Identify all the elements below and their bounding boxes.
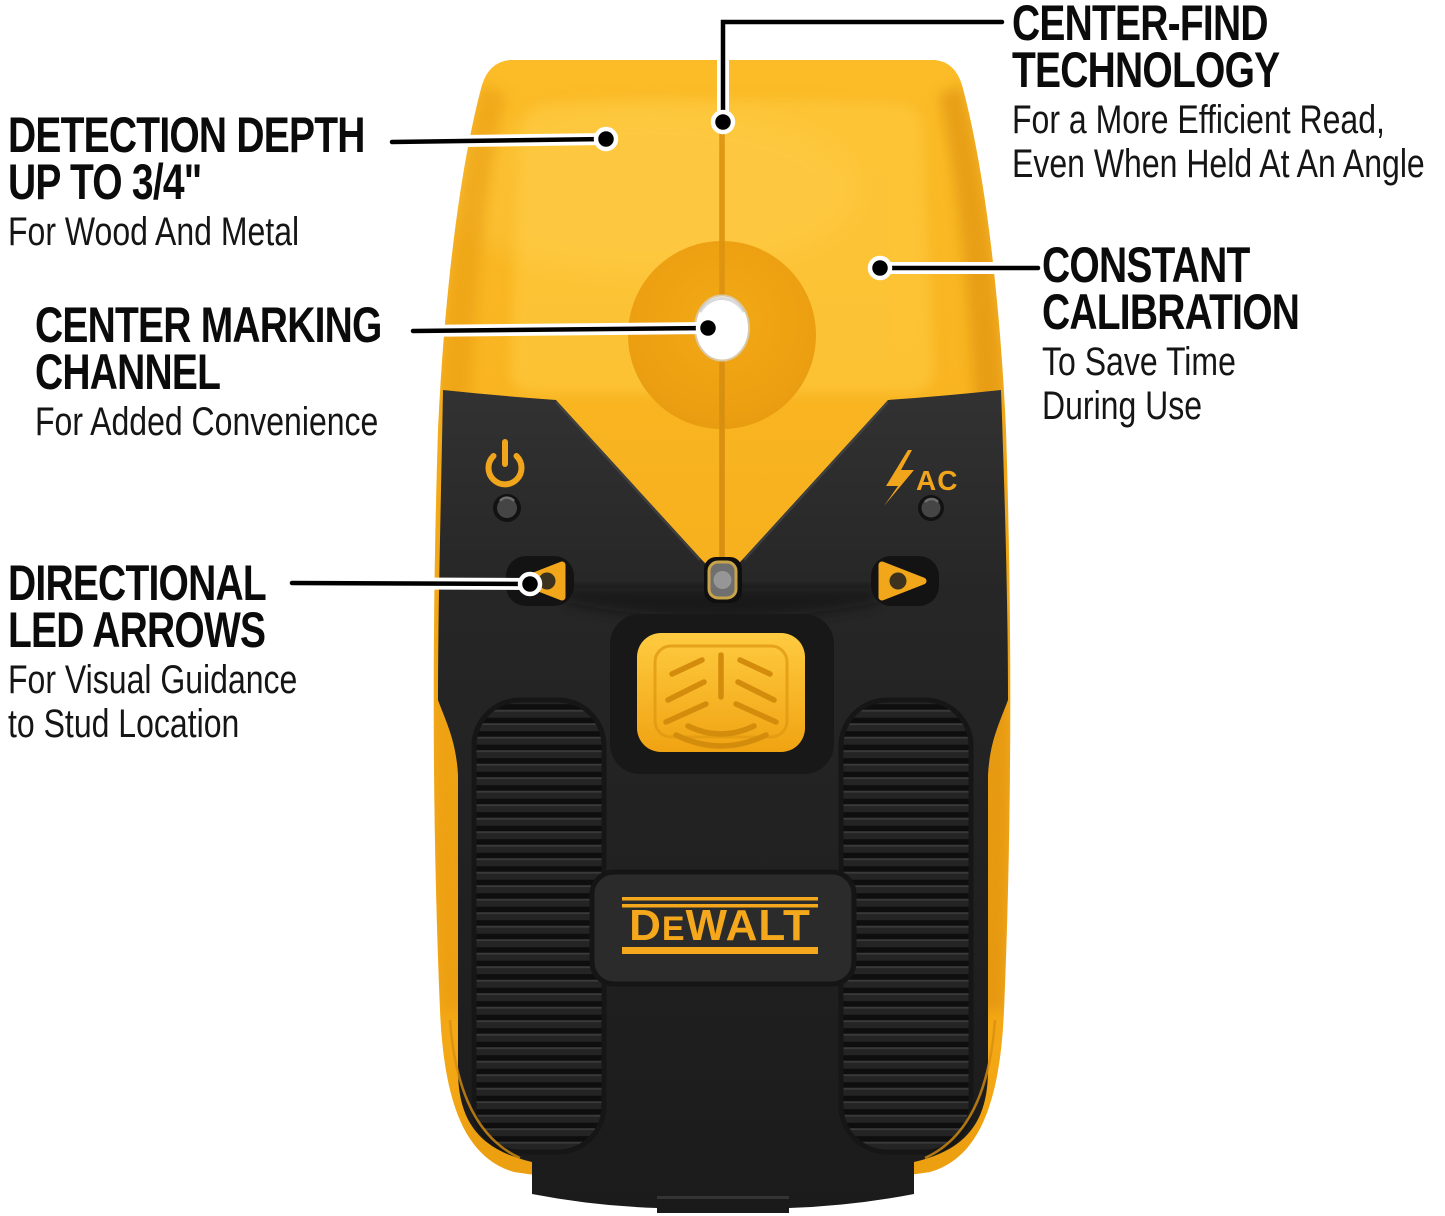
dewalt-logo-text: DEWALT [629,901,811,950]
callout-detection-depth: DETECTION DEPTH UP TO 3/4" For Wood And … [8,107,465,254]
callout-directional-led-arrows: DIRECTIONAL LED ARROWS For Visual Guidan… [8,555,370,746]
leader-center-marking [410,325,711,334]
ac-led [918,495,944,521]
lightning-bolt-icon [884,450,914,506]
dot-center-find [710,109,736,135]
grip-texture-left [471,697,607,1155]
leader-led-arrows [289,580,533,587]
dot-center-marking [695,315,721,341]
callout-subtitle: For Added Convenience [35,400,379,444]
center-marker-window [704,557,742,603]
led-arrow-right-icon [871,556,939,606]
speaker-button [610,614,834,774]
ac-label: AC [916,465,958,496]
callout-constant-calibration: CONSTANT CALIBRATION To Save Time During… [1042,237,1372,428]
callout-subtitle: To Save Time During Use [1042,340,1236,428]
grip-texture-right [838,697,974,1155]
power-led [493,494,521,522]
callout-title: DETECTION DEPTH UP TO 3/4" [8,107,365,210]
callout-subtitle: For Wood And Metal [8,210,300,254]
callout-center-marking-channel: CENTER MARKING CHANNEL For Added Conveni… [35,297,479,444]
leader-detection-depth [389,136,609,145]
dewalt-logo: DEWALT [589,869,857,987]
callout-title: CENTER-FIND TECHNOLOGY [1012,0,1280,98]
device-black-overmold [438,390,1008,1213]
dot-constant-calibration [867,255,893,281]
power-icon [485,439,525,488]
speaker-grille-icon [663,652,779,749]
dot-detection-depth [593,126,619,152]
callout-subtitle: For Visual Guidance to Stud Location [8,658,298,746]
ac-indicator-icon: AC [884,450,958,506]
leader-lines [286,16,1044,597]
callout-subtitle: For a More Efficient Read, Even When Hel… [1012,98,1425,186]
leader-center-find [720,19,1005,125]
callout-title: CONSTANT CALIBRATION [1042,237,1300,340]
callout-title: DIRECTIONAL LED ARROWS [8,555,267,658]
callout-center-find-technology: CENTER-FIND TECHNOLOGY For a More Effici… [1012,0,1445,186]
callout-title: CENTER MARKING CHANNEL [35,297,382,400]
dot-led-arrows [517,571,543,597]
bottom-tab [657,1196,789,1211]
